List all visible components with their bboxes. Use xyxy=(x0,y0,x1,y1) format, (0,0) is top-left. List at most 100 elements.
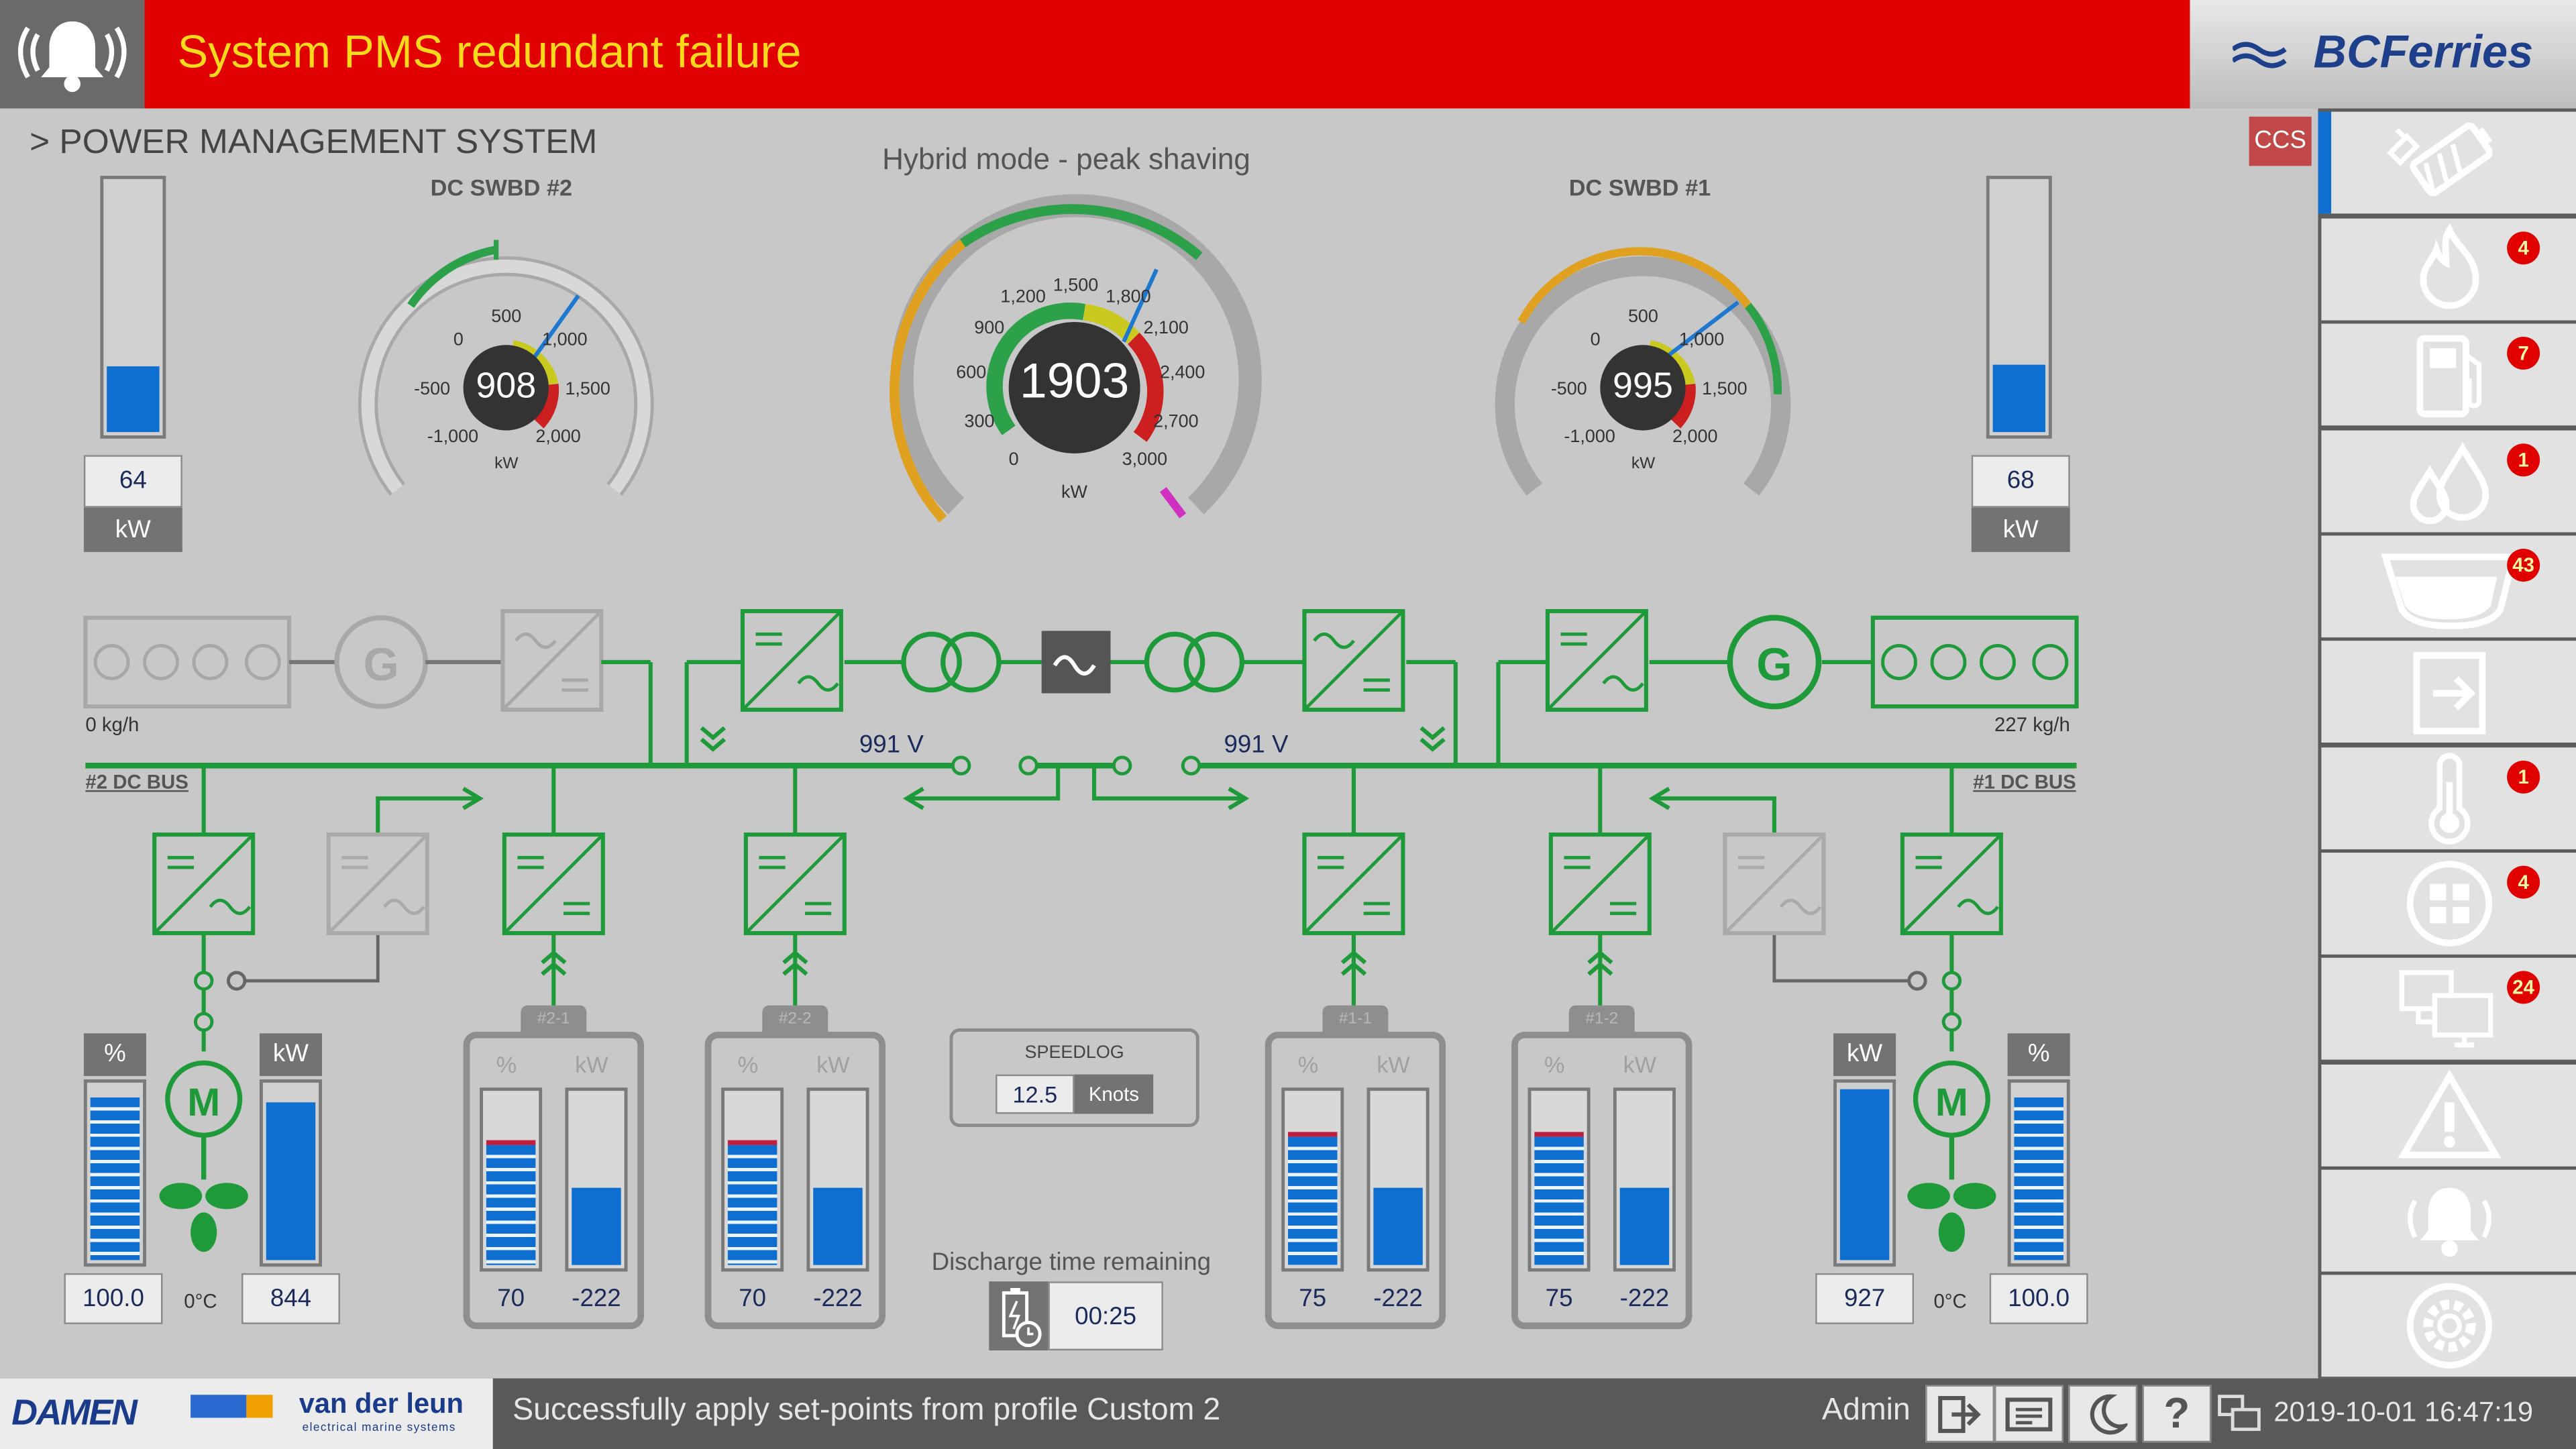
level-bar-right xyxy=(1986,176,2052,439)
inverter-prop-2[interactable] xyxy=(152,833,256,936)
vanderleun-wordmark: van der leun xyxy=(299,1388,464,1419)
engine-1[interactable] xyxy=(1870,615,2079,709)
messages-button[interactable] xyxy=(1994,1385,2063,1443)
gauge-swbd2-value: 908 xyxy=(476,364,537,406)
battery-id: #2-2 xyxy=(778,1010,812,1029)
gauge-main-tick: 1,200 xyxy=(1000,287,1046,307)
propulsion-motor-2[interactable]: M xyxy=(165,1060,243,1180)
gauge-main-tick: 3,000 xyxy=(1122,450,1168,470)
battery-plug-icon xyxy=(2385,122,2492,197)
battery-module[interactable]: #1-1 % kW 75 -222 xyxy=(1265,1005,1446,1330)
rectifier-2[interactable] xyxy=(500,608,604,712)
alarm-bell-button[interactable] xyxy=(0,0,145,109)
battery-pct-label: % xyxy=(737,1051,759,1078)
network-status-icon[interactable] xyxy=(2216,1393,2263,1436)
alarm-banner[interactable]: System PMS redundant failure xyxy=(144,0,2190,109)
shore-connection-icon[interactable] xyxy=(1041,631,1111,694)
level-unit-left: kW xyxy=(83,507,182,552)
bus-voltage-right: 991 V xyxy=(1224,731,1289,759)
damen-wordmark: DAMEN xyxy=(11,1391,138,1433)
prop-left-kw-bar xyxy=(259,1079,323,1267)
gauge-swbd2-tick: 500 xyxy=(491,307,522,327)
gauge-main-tick: 2,100 xyxy=(1143,319,1189,339)
gauge-main-tick: 600 xyxy=(956,363,987,383)
prop-left-temp: 0°C xyxy=(184,1289,217,1313)
battery-terminal xyxy=(1568,1005,1635,1035)
svg-text:G: G xyxy=(363,639,398,690)
sidebar-item-warnings[interactable] xyxy=(2321,1064,2576,1167)
sidebar-item-fuel[interactable]: 7 xyxy=(2321,323,2576,426)
waves-icon xyxy=(2233,42,2287,68)
gauges-layer xyxy=(358,194,1791,523)
inverter-aux-1[interactable] xyxy=(1723,833,1826,936)
night-mode-button[interactable] xyxy=(2068,1385,2138,1443)
level-unit-right: kW xyxy=(1971,507,2070,552)
rectifier-1[interactable] xyxy=(1545,608,1648,712)
network-icon xyxy=(2398,970,2493,1048)
propulsion-motor-1[interactable]: M xyxy=(1913,1060,1990,1180)
inverter-aux-2[interactable] xyxy=(326,833,429,936)
battery-kw-label: kW xyxy=(816,1051,850,1078)
breadcrumb[interactable]: > POWER MANAGEMENT SYSTEM xyxy=(30,123,598,162)
prop-right-pct-label: % xyxy=(2007,1033,2070,1077)
dcdc-battery-2-1[interactable] xyxy=(502,833,605,936)
gauge-swbd1-tick: 500 xyxy=(1627,307,1658,327)
sidebar-item-tanks[interactable]: 43 xyxy=(2321,535,2576,638)
battery-module[interactable]: #2-1 % kW 70 -222 xyxy=(463,1005,645,1330)
level-bar-left-fill xyxy=(107,367,160,433)
prop-right-pct-fill xyxy=(2014,1097,2063,1260)
inverter-prop-1[interactable] xyxy=(1900,833,2003,936)
battery-soc-fill xyxy=(1288,1132,1338,1265)
discharge-label: Discharge time remaining xyxy=(931,1248,1212,1277)
battery-kw-label: kW xyxy=(1377,1051,1410,1078)
battery-clock-icon xyxy=(989,1281,1049,1351)
level-value-left: 64 xyxy=(83,455,182,508)
shore-converter-right[interactable] xyxy=(1302,608,1405,712)
vanderleun-subtitle: electrical marine systems xyxy=(302,1422,456,1434)
gauge-swbd2-tick: 1,500 xyxy=(565,379,610,400)
water-badge: 1 xyxy=(2507,443,2540,477)
sidebar-item-switchboard[interactable]: 4 xyxy=(2321,853,2576,955)
sidebar-item-alarms[interactable] xyxy=(2321,1169,2576,1272)
help-button[interactable]: ? xyxy=(2142,1385,2212,1443)
dcdc-battery-2-2[interactable] xyxy=(743,833,847,936)
sidebar-item-network[interactable]: 24 xyxy=(2321,957,2576,1060)
sidebar-item-settings[interactable] xyxy=(2321,1275,2576,1377)
gauge-swbd1-tick: 1,000 xyxy=(1678,330,1725,350)
svg-text:M: M xyxy=(187,1081,220,1124)
battery-module[interactable]: #2-2 % kW 70 -222 xyxy=(704,1005,886,1330)
logout-button[interactable] xyxy=(1925,1385,1995,1443)
dcdc-battery-1-1[interactable] xyxy=(1302,833,1405,936)
dcdc-battery-1-2[interactable] xyxy=(1548,833,1652,936)
speedlog-panel: SPEEDLOG 12.5 Knots xyxy=(949,1028,1199,1128)
propeller-1-icon xyxy=(1907,1183,1996,1252)
switchboard-badge: 4 xyxy=(2507,865,2540,899)
generator-1[interactable]: G xyxy=(1727,614,1822,710)
battery-kw-bar xyxy=(806,1087,869,1272)
gauge-swbd2-tick: -1,000 xyxy=(427,427,479,447)
prop-left-pct-fill xyxy=(90,1097,140,1260)
fuel-rate-left: 0 kg/h xyxy=(85,712,140,737)
ccs-button[interactable]: CCS xyxy=(2249,116,2312,166)
gauge-main-unit: kW xyxy=(1061,483,1087,503)
sidebar-item-exit[interactable] xyxy=(2321,641,2576,743)
battery-soc-bar xyxy=(721,1087,784,1272)
engine-2[interactable] xyxy=(83,615,337,709)
battery-terminal xyxy=(521,1005,587,1035)
sidebar-item-temperature[interactable]: 1 xyxy=(2321,747,2576,850)
battery-kw-bar xyxy=(1613,1087,1676,1272)
single-line-diagram: G xyxy=(83,608,2079,1252)
prop-left-pct-bar xyxy=(83,1079,146,1267)
sidebar-item-fire[interactable]: 4 xyxy=(2321,218,2576,321)
generator-2[interactable]: G xyxy=(334,615,503,709)
user-name[interactable]: Admin xyxy=(1821,1393,1911,1428)
fuel-rate-right: 227 kg/h xyxy=(1994,712,2070,737)
gauge-swbd1-unit: kW xyxy=(1631,455,1656,474)
sidebar-item-pms[interactable] xyxy=(2318,111,2576,214)
prop-right-kw-label: kW xyxy=(1833,1033,1896,1077)
shore-converter-left[interactable] xyxy=(740,608,843,712)
sidebar-item-water[interactable]: 1 xyxy=(2321,430,2576,533)
fuel-pump-icon xyxy=(2416,335,2481,418)
battery-kw-value: -222 xyxy=(813,1285,863,1313)
battery-module[interactable]: #1-2 % kW 75 -222 xyxy=(1511,1005,1693,1330)
